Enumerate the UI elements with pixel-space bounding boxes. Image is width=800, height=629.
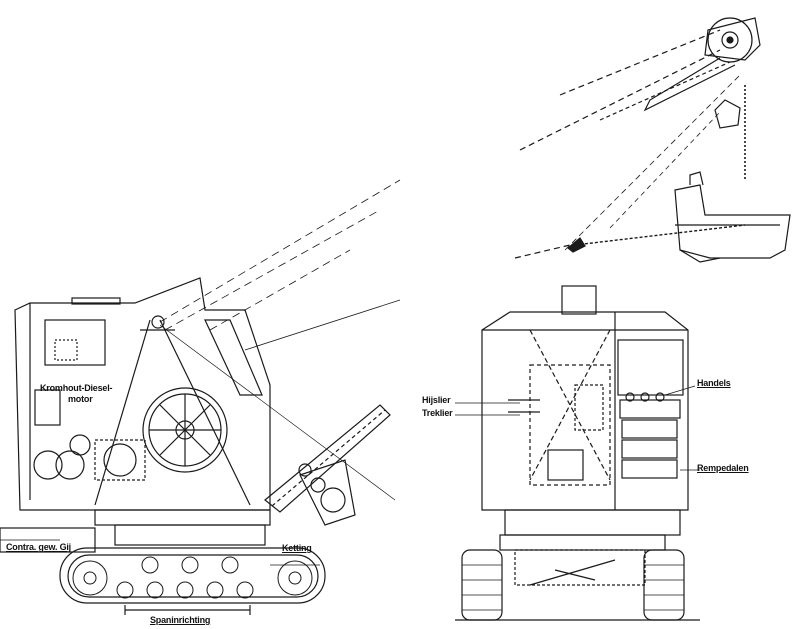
label-counterweight: Contra. gew. Gij [6, 542, 71, 552]
label-brake-pedals: Rempedalen [697, 463, 749, 473]
label-levers: Handels [697, 378, 731, 388]
label-drag-rope: Treklier [422, 408, 453, 418]
front-elevation [455, 285, 700, 621]
sheave-and-bucket-detail [514, 17, 791, 263]
label-engine-line1: Kromhout-Diesel- [40, 383, 113, 393]
label-chain: Ketting [282, 543, 312, 553]
label-hoist-rope: Hijslier [422, 395, 451, 405]
label-engine-line2: motor [68, 394, 93, 404]
side-elevation [0, 179, 401, 615]
label-tensioner: Spaninrichting [150, 615, 211, 625]
